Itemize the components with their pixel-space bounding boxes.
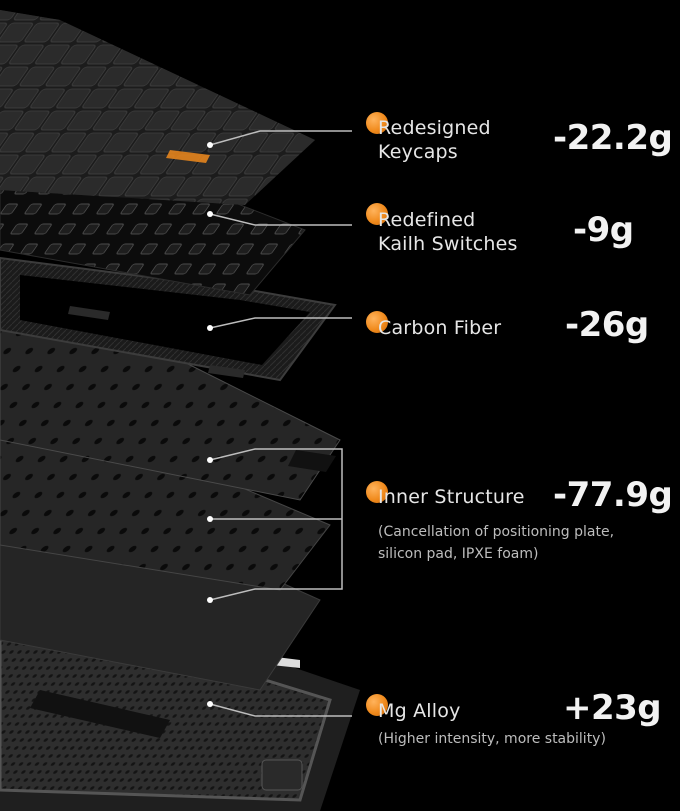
carbon-label: Carbon Fiber (378, 317, 502, 339)
switches-label: Redefined Kailh Switches (378, 209, 518, 255)
orange-bullet-icon (366, 694, 388, 716)
pin-switches (207, 211, 213, 217)
pin-inner-1 (207, 457, 213, 463)
inner-structure-weight: -77.9g (553, 475, 673, 515)
orange-bullet-icon (366, 112, 388, 134)
keycaps-label: Redesigned Keycaps (378, 117, 491, 163)
orange-bullet-icon (366, 311, 388, 333)
switches-weight: -9g (573, 210, 634, 250)
orange-bullet-icon (366, 203, 388, 225)
carbon-weight: -26g (565, 305, 649, 345)
pin-inner-3 (207, 597, 213, 603)
leader-lines (209, 130, 352, 717)
orange-bullet-icon (366, 481, 388, 503)
pin-keycaps (207, 142, 213, 148)
inner-structure-label: Inner Structure (378, 486, 525, 508)
keycaps (0, 10, 315, 205)
keycaps-weight: -22.2g (553, 118, 673, 158)
inner-structure-note: (Cancellation of positioning plate, sili… (378, 524, 615, 562)
mg-alloy-weight: +23g (563, 688, 662, 728)
mg-alloy-note: (Higher intensity, more stability) (378, 731, 606, 747)
pin-inner-2 (207, 516, 213, 522)
mg-alloy-label: Mg Alloy (378, 700, 461, 722)
pin-carbon (207, 325, 213, 331)
pin-mg (207, 701, 213, 707)
